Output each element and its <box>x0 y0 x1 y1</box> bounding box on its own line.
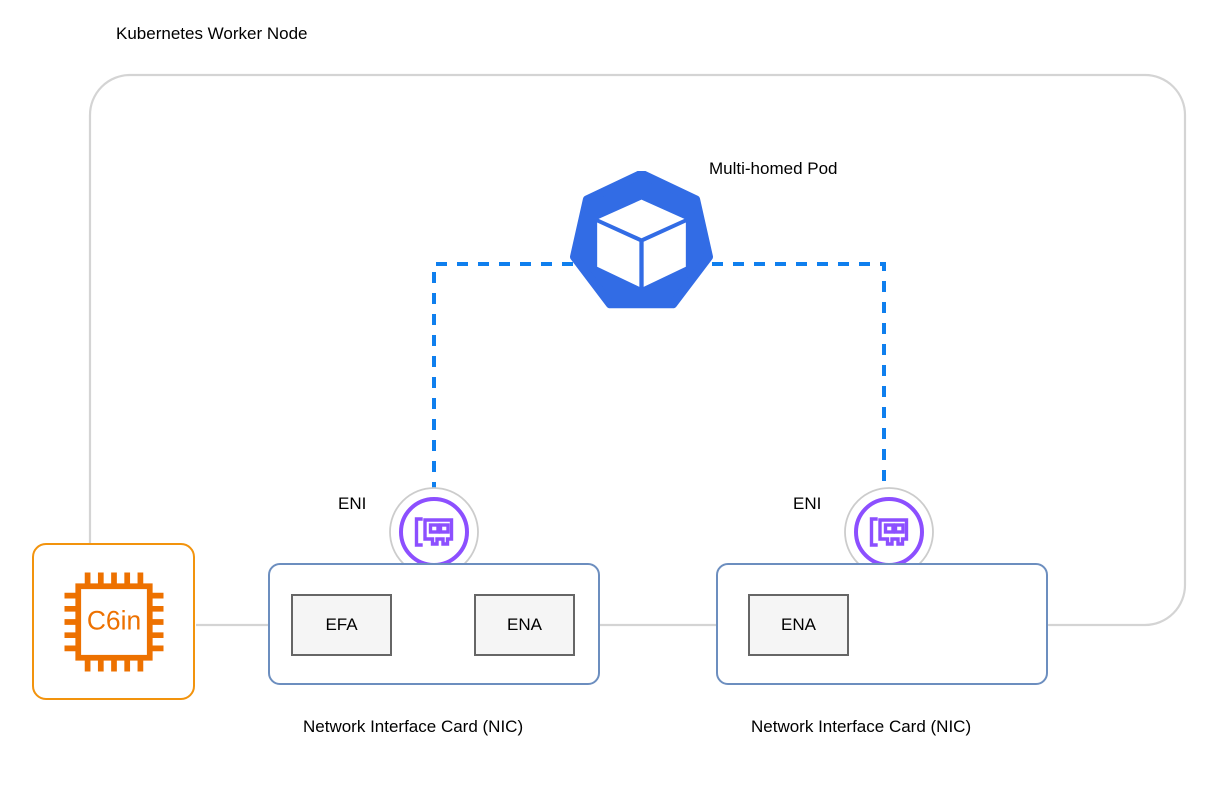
eni-label-2: ENI <box>793 494 822 513</box>
adapter-ena-2: ENA <box>748 594 849 656</box>
instance-label: C6in <box>86 605 140 635</box>
dashed-link-pod-to-eni-2 <box>712 262 886 490</box>
dashed-link-pod-to-eni-1 <box>432 262 573 490</box>
adapter-efa-1: EFA <box>291 594 392 656</box>
network-interface-card-icon <box>414 517 454 547</box>
instance-c6in-box: C6in <box>32 543 195 700</box>
pod-label: Multi-homed Pod <box>709 159 838 178</box>
kubernetes-logo-icon <box>570 171 713 309</box>
network-interface-card-icon <box>869 517 909 547</box>
worker-node-boundary <box>88 73 1187 627</box>
nic-label-2: Network Interface Card (NIC) <box>751 717 972 736</box>
adapter-ena-1: ENA <box>474 594 575 656</box>
cpu-chip-icon: C6in <box>64 572 163 671</box>
worker-node-title: Kubernetes Worker Node <box>116 24 308 43</box>
eni-label-1: ENI <box>338 494 367 513</box>
eni-badge-1 <box>389 487 479 577</box>
nic-label-1: Network Interface Card (NIC) <box>303 717 524 736</box>
